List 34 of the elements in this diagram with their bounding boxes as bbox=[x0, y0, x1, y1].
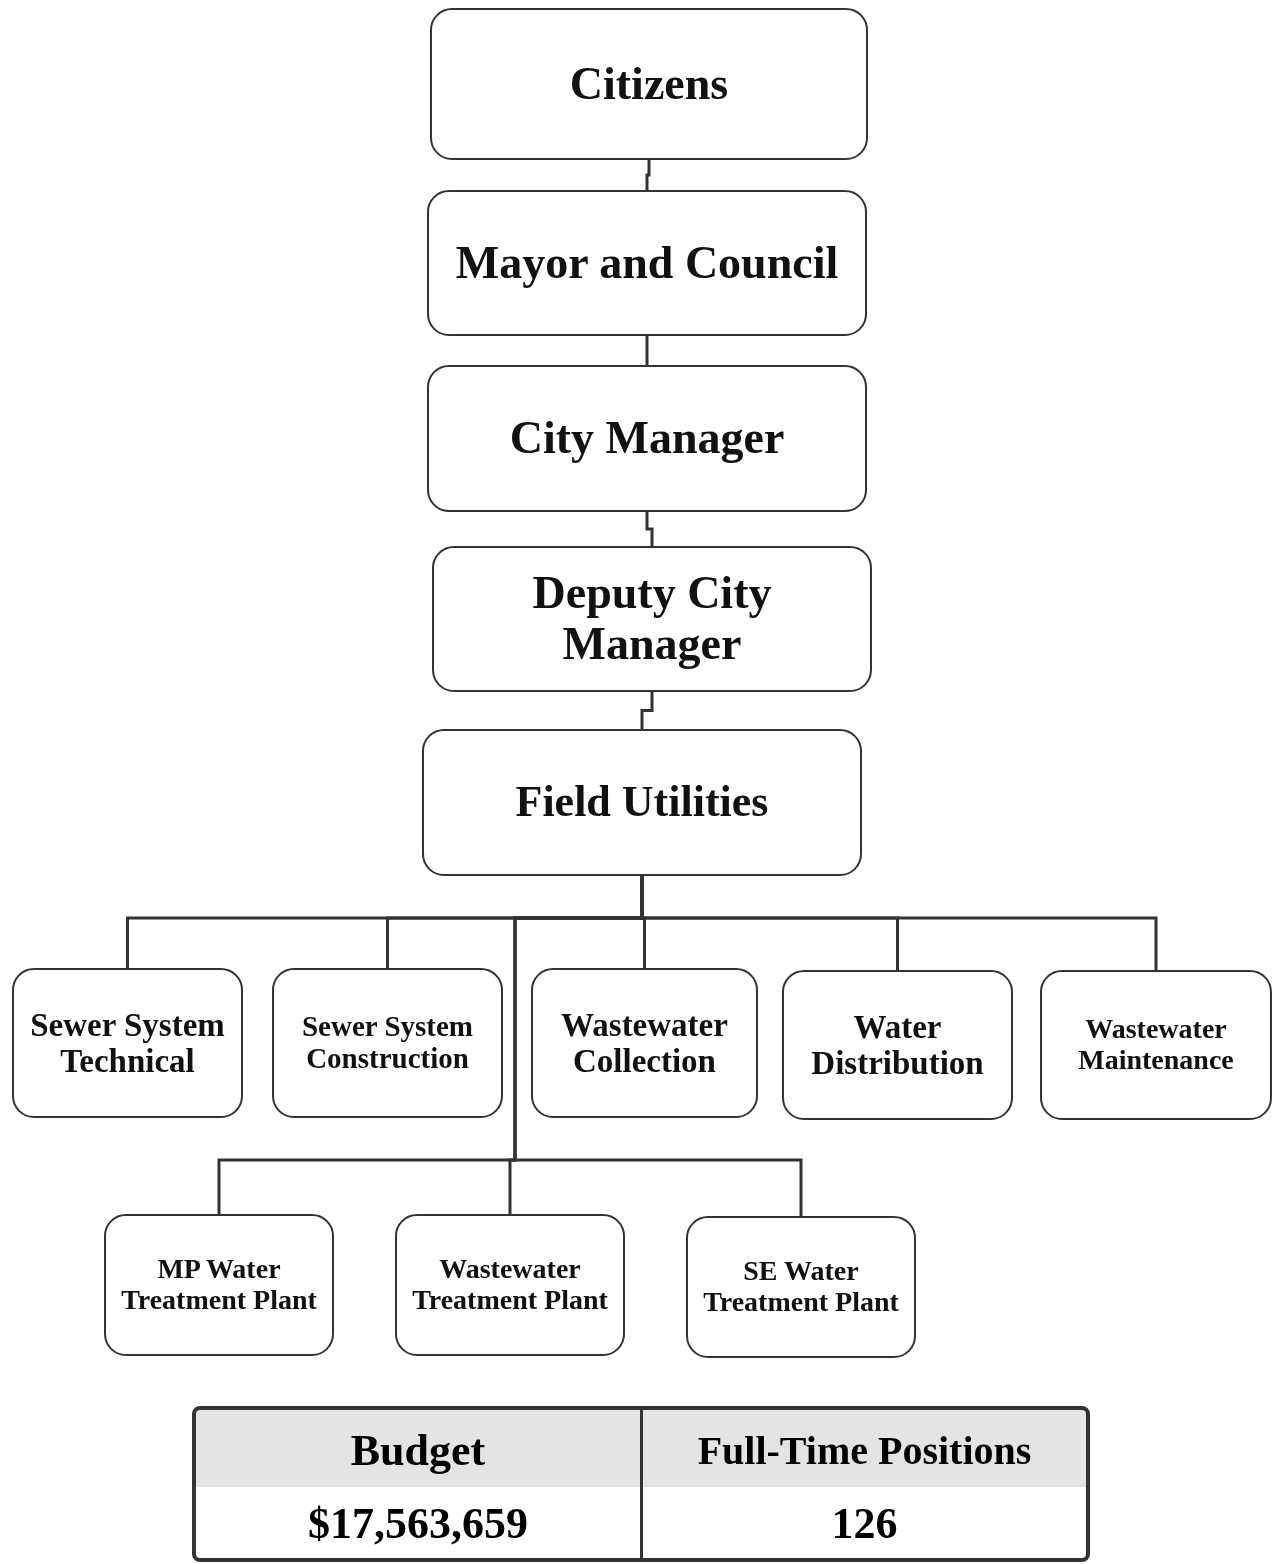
unit-name: Citizens bbox=[569, 58, 729, 110]
unit-name: Field Utilities bbox=[515, 778, 769, 827]
column-header: Budget bbox=[350, 1424, 486, 1476]
org-box bbox=[12, 968, 243, 1118]
org-box bbox=[104, 1214, 334, 1356]
table-value: $17,563,659 bbox=[308, 1497, 528, 1549]
org-box bbox=[531, 968, 758, 1118]
table-value: 126 bbox=[831, 1497, 898, 1549]
unit-name: SE Water Treatment Plant bbox=[702, 1256, 900, 1318]
unit-name: MP Water Treatment Plant bbox=[120, 1254, 318, 1316]
org-box bbox=[686, 1216, 916, 1358]
connector-line bbox=[640, 692, 654, 729]
org-box bbox=[1040, 970, 1272, 1120]
org-box bbox=[432, 546, 872, 692]
unit-name: Sewer System Construction bbox=[301, 1011, 474, 1075]
connector-line bbox=[645, 336, 649, 365]
unit-name: Deputy City Manager bbox=[531, 568, 773, 670]
unit-name: Wastewater Collection bbox=[560, 1006, 729, 1080]
connector-line bbox=[645, 160, 651, 190]
connector-line bbox=[645, 512, 654, 546]
org-box bbox=[272, 968, 503, 1118]
unit-name: City Manager bbox=[509, 413, 785, 464]
org-box bbox=[422, 729, 862, 876]
org-box bbox=[782, 970, 1013, 1120]
org-box bbox=[395, 1214, 625, 1356]
unit-name: Wastewater Treatment Plant bbox=[411, 1254, 609, 1316]
org-box bbox=[430, 8, 868, 160]
unit-name: Mayor and Council bbox=[455, 237, 839, 289]
column-header: Full-Time Positions bbox=[697, 1426, 1032, 1474]
org-box bbox=[427, 190, 867, 336]
unit-name: Sewer System Technical bbox=[29, 1006, 226, 1080]
org-box bbox=[427, 365, 867, 512]
unit-name: Water Distribution bbox=[810, 1008, 985, 1082]
unit-name: Wastewater Maintenance bbox=[1077, 1014, 1235, 1076]
